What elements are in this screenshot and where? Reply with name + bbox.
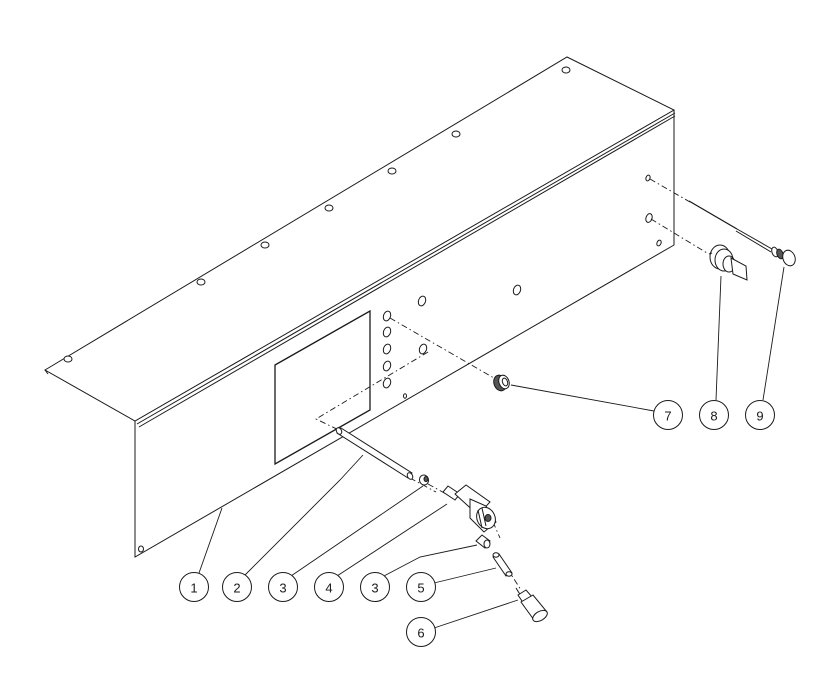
balloon-label: 2 [233, 581, 240, 596]
mounting-hole [138, 545, 144, 553]
balloon-label: 3 [279, 581, 286, 596]
panel-hole [382, 310, 392, 322]
panel-hole [382, 377, 392, 389]
balloon-8: 8 [699, 400, 729, 430]
balloon-label: 7 [664, 409, 671, 424]
panel-hole [382, 343, 392, 355]
panel-hole [645, 213, 653, 223]
mounting-hole [387, 167, 397, 175]
balloon-9: 9 [745, 400, 775, 430]
enclosure-panel [44, 56, 676, 558]
part-rod [335, 427, 414, 480]
balloon-4: 4 [314, 572, 344, 602]
part-nut [475, 534, 491, 549]
part-cap [515, 587, 548, 623]
panel-hole [417, 295, 427, 307]
panel-hole [382, 360, 392, 372]
part-rotary-switch [708, 244, 748, 281]
panel-hole [512, 284, 522, 296]
part-pin [492, 552, 513, 577]
mounting-hole [260, 241, 270, 249]
balloon-2: 2 [222, 572, 252, 602]
mounting-hole [451, 130, 461, 138]
balloon-label: 1 [190, 581, 197, 596]
panel-hole [418, 343, 428, 355]
mounting-hole [561, 66, 571, 74]
part-threaded-rod [688, 200, 796, 267]
part-knob-assembly [442, 484, 497, 533]
mounting-hole [324, 204, 334, 212]
balloon-1: 1 [179, 572, 209, 602]
balloon-label: 6 [417, 626, 424, 641]
balloon-label: 5 [417, 581, 424, 596]
panel-hole [645, 174, 651, 182]
part-nut [418, 474, 430, 486]
balloon-label: 3 [371, 581, 378, 596]
balloon-5: 5 [406, 572, 436, 602]
balloon-label: 4 [325, 581, 332, 596]
assembly-axes [315, 178, 708, 591]
mounting-hole [656, 239, 662, 247]
leader-lines [198, 266, 785, 629]
balloon-7: 7 [653, 400, 683, 430]
balloon-3a: 3 [268, 572, 298, 602]
panel-hole [382, 326, 392, 338]
display-cutout [274, 309, 371, 466]
balloon-6: 6 [406, 617, 436, 647]
balloon-label: 9 [756, 409, 763, 424]
balloon-3b: 3 [360, 572, 390, 602]
mounting-hole [196, 278, 206, 286]
panel-hole [403, 393, 407, 399]
balloon-label: 8 [710, 409, 717, 424]
mounting-hole [63, 355, 73, 363]
part-grommet [493, 374, 510, 392]
